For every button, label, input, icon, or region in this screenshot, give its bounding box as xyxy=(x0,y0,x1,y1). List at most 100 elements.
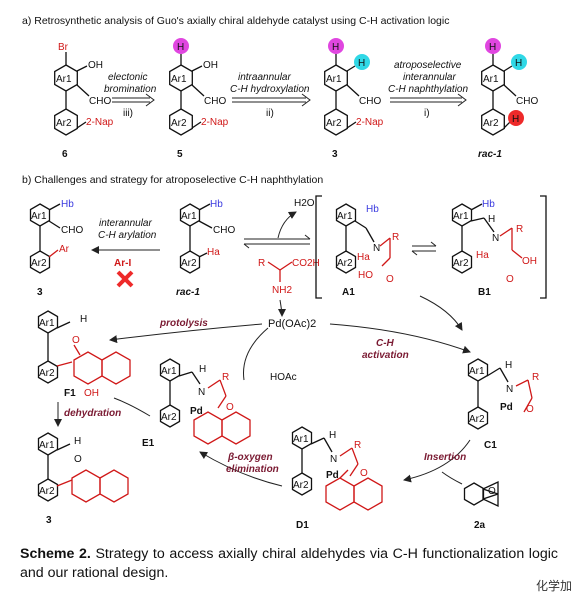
c3-h1: H xyxy=(332,42,339,53)
rac1a-cho: CHO xyxy=(516,96,538,107)
b1-to-c1-arrow xyxy=(419,295,463,331)
step-i-line3: C-H naphthylation xyxy=(388,84,468,95)
rac1a-ar2: Ar2 xyxy=(483,118,499,129)
pd-oac2: Pd(OAc)2 xyxy=(268,318,316,330)
c6-ar1: Ar1 xyxy=(56,74,72,85)
step-i-line2: interannular xyxy=(403,72,456,83)
step-ii-line2: C-H hydroxylation xyxy=(230,84,310,95)
watermark: 化学加 xyxy=(535,579,572,593)
ch-activation-line1: C-H xyxy=(376,338,395,349)
fail-cross-icon xyxy=(116,270,134,288)
e1-to-f1-curve xyxy=(113,397,151,417)
e1-n: N xyxy=(198,387,205,398)
rac1a-ar1: Ar1 xyxy=(483,74,499,85)
arylation-line1: interannular xyxy=(99,218,152,229)
c1-o: O xyxy=(526,404,534,415)
b-rac1-ar2: Ar2 xyxy=(181,258,197,269)
compound-3: H H CHO Ar1 Ar2 2-Nap 3 xyxy=(324,38,384,160)
p3-h: H xyxy=(74,436,81,447)
c3-h2-highlight xyxy=(354,54,370,70)
rac1-h2-highlight xyxy=(511,54,527,70)
c5-label: 5 xyxy=(177,149,183,160)
f1-h: H xyxy=(80,314,87,325)
c1-label: C1 xyxy=(484,440,497,451)
step-ii-line1: intraannular xyxy=(238,72,291,83)
beta-line2: elimination xyxy=(226,464,279,475)
c3-nap: 2-Nap xyxy=(356,117,384,128)
beta-elimination-arrow xyxy=(199,451,283,487)
bracket-right xyxy=(540,195,547,299)
a1-ar2: Ar2 xyxy=(337,258,353,269)
p3-ar2: Ar2 xyxy=(39,486,55,497)
h2o-label: H2O xyxy=(294,198,315,209)
d1-h: H xyxy=(329,430,336,441)
reagent-in-curve xyxy=(441,471,463,485)
a1-label: A1 xyxy=(342,287,355,298)
rac1a-h3: H xyxy=(512,114,519,125)
b1-ha: Ha xyxy=(476,250,489,261)
retro-arrow-3: atroposelective interannular C-H naphthy… xyxy=(388,60,468,119)
f1-ar1: Ar1 xyxy=(39,318,55,329)
e1-o: O xyxy=(226,402,234,413)
d1-label: D1 xyxy=(296,520,309,531)
caption-text: Strategy to access axially chiral aldehy… xyxy=(20,546,558,581)
amino-acid: R CO2H NH2 xyxy=(258,258,320,296)
step-i-line1: atroposelective xyxy=(394,60,462,71)
p3-label: 3 xyxy=(46,515,52,526)
step-iii-num: iii) xyxy=(123,108,133,119)
step-i-num: i) xyxy=(424,108,430,119)
intermediate-e1: H N R O Pd Ar1 Ar2 E1 xyxy=(142,358,251,449)
b-rac1-ha: Ha xyxy=(207,247,220,258)
intermediate-c1: H N R O Pd Ar1 Ar2 C1 xyxy=(467,358,539,451)
e1-ar2: Ar2 xyxy=(161,412,177,423)
compound-6: Br OH CHO Ar1 Ar2 2-Nap 6 xyxy=(54,42,114,160)
c1-pd: Pd xyxy=(500,402,513,413)
intermediate-f1: H O OH Ar1 Ar2 F1 xyxy=(37,310,131,399)
insertion-label: Insertion xyxy=(424,452,466,463)
d1-o: O xyxy=(360,468,368,479)
intermediate-b1: Hb H N R OH O Ha Ar1 Ar2 B1 xyxy=(451,199,537,298)
arylation-reagent: Ar-I xyxy=(114,258,131,269)
rac1a-h2: H xyxy=(515,58,522,69)
compound-rac1-a: H H H CHO Ar1 Ar2 rac-1 xyxy=(478,38,538,160)
c5-ar1: Ar1 xyxy=(171,74,187,85)
part-b-rac1: Hb CHO Ha Ar1 Ar2 rac-1 xyxy=(176,199,235,298)
a1-ho: HO xyxy=(358,270,373,281)
c1-h: H xyxy=(505,360,512,371)
e1-r: R xyxy=(222,372,229,383)
f1-oh: OH xyxy=(84,388,99,399)
a1-hb: Hb xyxy=(366,204,379,215)
compound-5: H OH CHO Ar1 Ar2 2-Nap 5 xyxy=(169,38,229,160)
b-rac1-hb: Hb xyxy=(210,199,223,210)
c6-cho: CHO xyxy=(89,96,111,107)
ch-activation-line2: activation xyxy=(362,350,409,361)
rac1-h3-highlight xyxy=(508,110,524,126)
c6-oh: OH xyxy=(88,60,103,71)
c5-h-highlight xyxy=(173,38,189,54)
intermediate-a1: Hb N R HO O Ha Ar1 Ar2 A1 xyxy=(335,203,399,298)
rac1a-label: rac-1 xyxy=(478,149,502,160)
c3-cho: CHO xyxy=(359,96,381,107)
catalyst-in-arrow xyxy=(277,299,286,317)
d1-n: N xyxy=(330,454,337,465)
step-iii-line1: electonic xyxy=(108,72,147,83)
r2a-o: O xyxy=(488,486,496,497)
b1-r: R xyxy=(516,224,523,235)
arylation-line2: C-H arylation xyxy=(98,230,157,241)
e1-h: H xyxy=(199,364,206,375)
c5-cho: CHO xyxy=(204,96,226,107)
c1-n: N xyxy=(506,384,513,395)
product-3-bottom: H O Ar1 Ar2 3 xyxy=(37,432,129,526)
f1-o: O xyxy=(72,335,80,346)
f1-label: F1 xyxy=(64,388,76,399)
e1-pd: Pd xyxy=(190,406,203,417)
a1-ar1: Ar1 xyxy=(337,211,353,222)
b-left-cho: CHO xyxy=(61,225,83,236)
b1-label: B1 xyxy=(478,287,491,298)
retro-arrow-1: electonic bromination iii) xyxy=(104,72,157,119)
c6-br: Br xyxy=(58,42,69,53)
b-left-label: 3 xyxy=(37,287,43,298)
c1-ar1: Ar1 xyxy=(469,366,485,377)
ch-activation-arrow xyxy=(329,323,471,354)
condensation-equilibrium: H2O xyxy=(243,198,315,249)
